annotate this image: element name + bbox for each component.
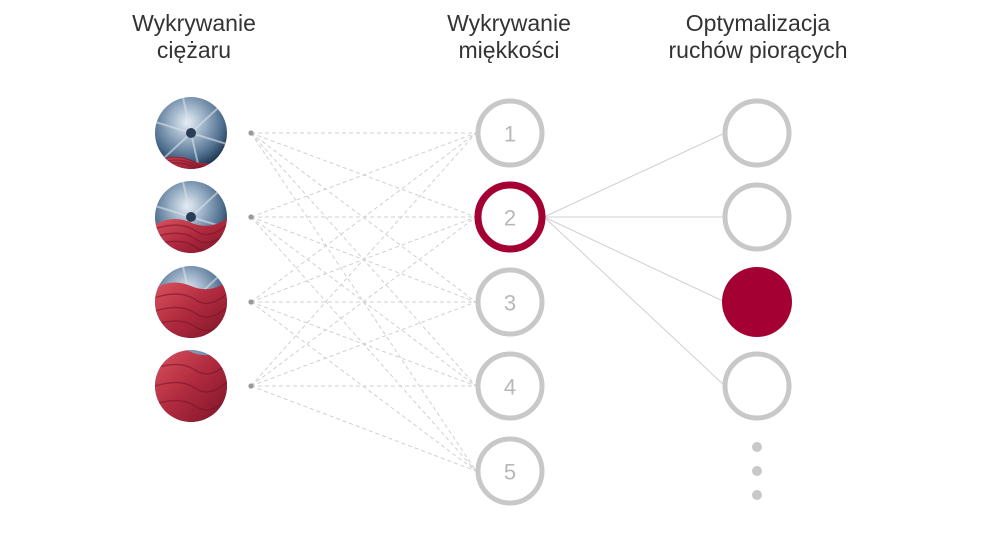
more-options-indicator	[752, 442, 762, 500]
dashed-connector	[250, 132, 477, 218]
dashed-connector	[250, 132, 477, 303]
softness-node-ring	[475, 267, 545, 337]
motion-node	[722, 182, 792, 252]
weight-softness-connectors	[248, 130, 477, 472]
motion-node	[722, 351, 792, 421]
dashed-connector	[250, 216, 477, 387]
softness-node-label: 4	[504, 375, 516, 400]
softness-title-line2: miękkości	[458, 37, 560, 63]
softness-node-label: 2	[504, 206, 516, 231]
solid-connector	[543, 132, 726, 218]
ellipsis-dot	[752, 442, 762, 452]
softness-motion-connectors	[543, 132, 726, 387]
dashed-connector	[250, 385, 477, 472]
solid-connector	[543, 216, 726, 303]
motion-nodes	[722, 98, 792, 421]
connector-dot	[248, 299, 254, 305]
softness-detection-title: Wykrywanie miękkości	[399, 10, 619, 64]
motion-node	[722, 98, 792, 168]
softness-node: 1	[475, 98, 545, 168]
ellipsis-dot	[752, 490, 762, 500]
dashed-connector	[250, 301, 477, 387]
connector-dot	[248, 383, 254, 389]
softness-node: 5	[475, 436, 545, 506]
softness-node-ring	[475, 436, 545, 506]
softness-node: 3	[475, 267, 545, 337]
connector-dot	[248, 214, 254, 220]
weight-title-line1: Wykrywanie	[132, 10, 256, 36]
connector-dot	[248, 130, 254, 136]
motion-title-line2: ruchów piorących	[668, 37, 848, 63]
weight-detection-title: Wykrywanie ciężaru	[84, 10, 304, 64]
softness-node-ring	[475, 351, 545, 421]
dashed-connector	[250, 132, 477, 387]
selected-motion-node	[722, 267, 792, 337]
softness-title-line1: Wykrywanie	[447, 10, 571, 36]
motion-optimization-title: Optymalizacja ruchów piorących	[648, 10, 868, 64]
weight-level-icon	[155, 97, 227, 169]
softness-nodes: 1 2 3 4 5	[474, 98, 546, 506]
weight-level-icons	[155, 97, 227, 422]
motion-title-line1: Optymalizacja	[685, 10, 831, 36]
softness-node-ring	[474, 181, 546, 253]
softness-node-label: 5	[504, 460, 516, 485]
weight-level-icon	[155, 350, 227, 422]
solid-connector	[543, 216, 726, 387]
softness-node: 4	[475, 351, 545, 421]
softness-node-ring	[475, 98, 545, 168]
ellipsis-dot	[752, 466, 762, 476]
softness-node-label: 1	[504, 122, 516, 147]
weight-title-line2: ciężaru	[156, 37, 232, 63]
softness-node: 2	[474, 181, 546, 253]
weight-level-icon	[155, 266, 227, 338]
softness-node-label: 3	[504, 291, 516, 316]
weight-level-icon	[155, 181, 227, 253]
